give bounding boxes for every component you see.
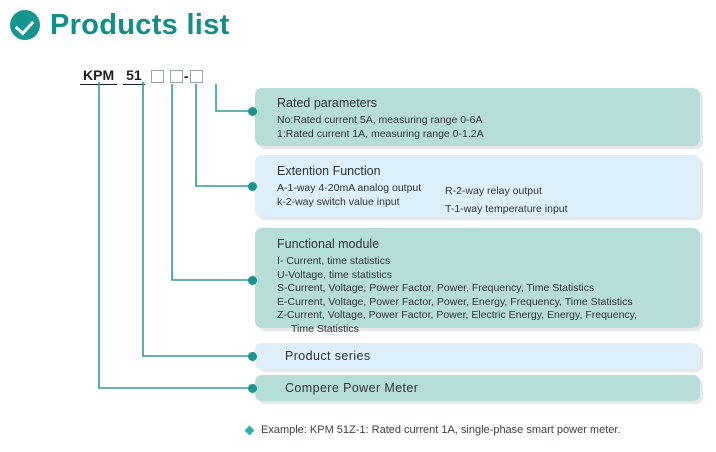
- rated-parameters-line: 1:Rated current 1A, measuring range 0-1.…: [277, 127, 484, 140]
- model-code-slot-function: [150, 70, 164, 83]
- power-meter-box: Compere Power Meter: [255, 375, 700, 401]
- example-note-text: Example: KPM 51Z-1: Rated current 1A, si…: [261, 424, 621, 436]
- node-dot-functional: [248, 276, 257, 285]
- extension-column-right: R-2-way relay output T-1-way temperature…: [445, 182, 700, 218]
- model-code: KPM 51 -: [80, 68, 203, 85]
- model-code-slot-extension: [169, 70, 183, 83]
- functional-module-option-wrap: Time Statistics: [291, 322, 359, 335]
- extension-function-title: Extention Function: [277, 164, 381, 178]
- extension-option: T-1-way temperature input: [445, 203, 568, 215]
- functional-module-option: Z-Current, Voltage, Power Factor, Power,…: [277, 309, 638, 321]
- rated-parameters-line: No:Rated current 5A, measuring range 0-6…: [277, 114, 483, 126]
- rated-parameters-box: Rated parameters No:Rated current 5A, me…: [255, 88, 700, 146]
- functional-module-box: Functional module I- Current, time stati…: [255, 228, 700, 335]
- diamond-bullet-icon: [244, 425, 255, 435]
- functional-module-option: S-Current, Voltage, Power Factor, Power,…: [277, 282, 595, 294]
- node-dot-meter: [248, 384, 257, 393]
- check-circle-icon: [10, 10, 40, 40]
- page-header: Products list: [10, 10, 230, 40]
- node-dot-series: [248, 352, 257, 361]
- model-code-dash: -: [183, 68, 189, 84]
- example-note: Example: KPM 51Z-1: Rated current 1A, si…: [244, 424, 621, 436]
- extension-option: k-2-way switch value input: [277, 195, 400, 208]
- product-series-box: Product series: [255, 343, 700, 369]
- extension-option: A-1-way 4-20mA analog output: [277, 182, 422, 194]
- extension-column-left: A-1-way 4-20mA analog output k-2-way swi…: [277, 182, 445, 218]
- functional-module-option: E-Current, Voltage, Power Factor, Power,…: [277, 295, 633, 308]
- product-series-label: Product series: [285, 349, 371, 363]
- extension-option: R-2-way relay output: [445, 185, 542, 197]
- functional-module-option: I- Current, time statistics: [277, 255, 391, 267]
- functional-module-option: U-Voltage, time statistics: [277, 268, 392, 281]
- node-dot-rated: [248, 107, 257, 116]
- page-title: Products list: [50, 8, 230, 41]
- extension-function-box: Extention Function A-1-way 4-20mA analog…: [255, 155, 700, 217]
- model-code-prefix: KPM: [80, 68, 118, 85]
- model-code-series: 51: [123, 68, 145, 85]
- power-meter-label: Compere Power Meter: [285, 381, 419, 395]
- model-code-slot-rated: [189, 70, 203, 83]
- rated-parameters-title: Rated parameters: [277, 96, 378, 110]
- functional-module-title: Functional module: [277, 237, 380, 251]
- node-dot-extension: [248, 182, 257, 191]
